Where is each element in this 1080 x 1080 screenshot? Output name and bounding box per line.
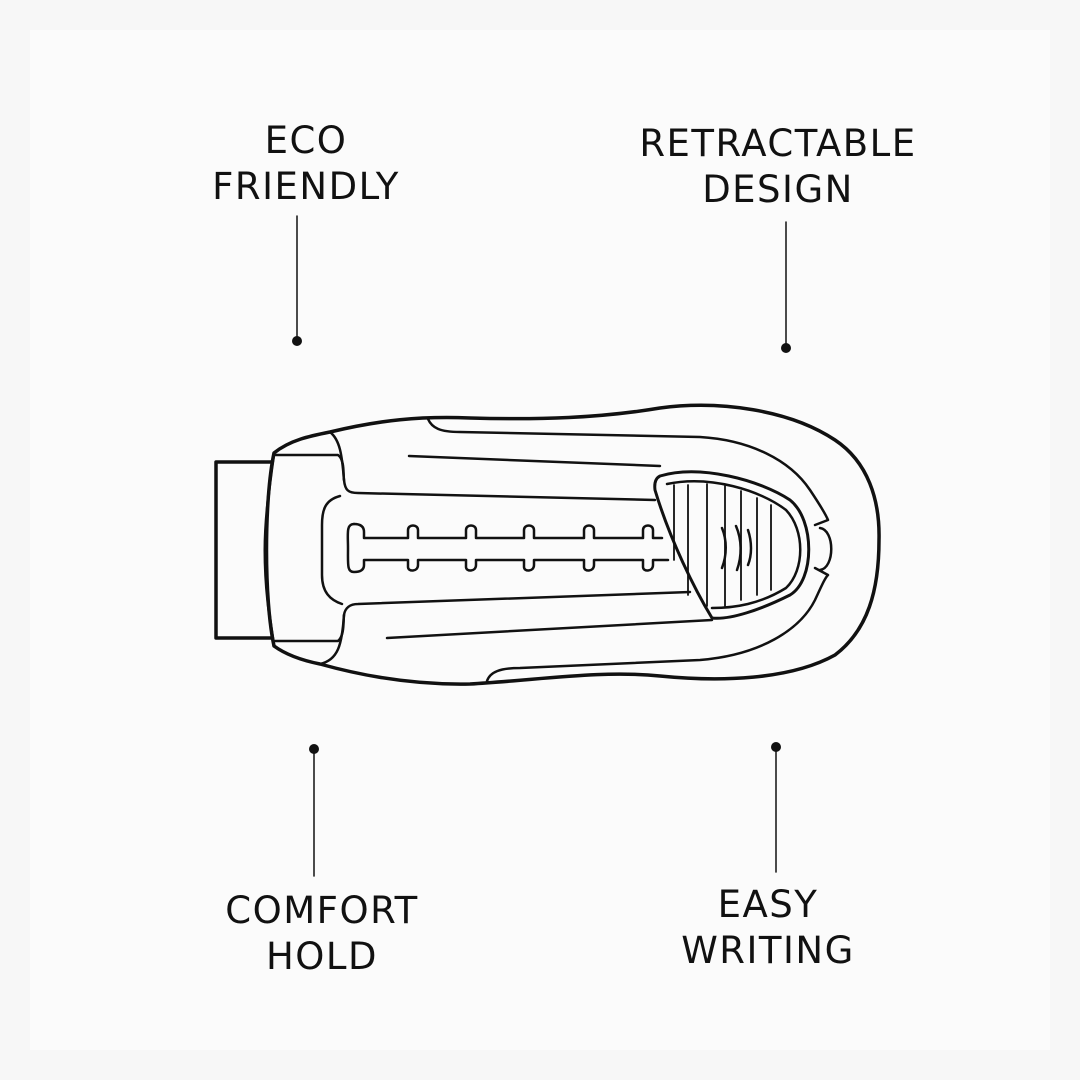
callout-eco <box>292 215 302 346</box>
label-eco-friendly: ECO FRIENDLY <box>126 118 486 210</box>
label-line: EASY <box>717 883 819 926</box>
label-line: DESIGN <box>702 168 854 211</box>
blade-marks <box>720 524 753 572</box>
callout-easy <box>771 742 781 873</box>
callout-comfort <box>309 744 319 877</box>
label-retractable-design: RETRACTABLE DESIGN <box>598 121 958 213</box>
label-line: FRIENDLY <box>212 165 400 208</box>
label-line: RETRACTABLE <box>639 122 917 165</box>
label-line: COMFORT <box>225 889 419 932</box>
callout-retractable <box>781 221 791 353</box>
label-comfort-hold: COMFORT HOLD <box>142 888 502 980</box>
label-easy-writing: EASY WRITING <box>588 882 948 974</box>
label-line: ECO <box>264 119 348 162</box>
sharpener-outline <box>214 403 881 686</box>
label-line: WRITING <box>681 929 855 972</box>
label-line: HOLD <box>265 935 379 978</box>
